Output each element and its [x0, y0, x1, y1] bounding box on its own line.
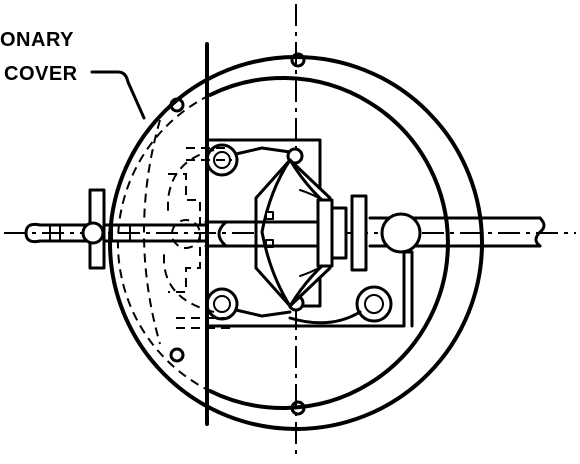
callout-label-line1: ONARY [0, 29, 74, 51]
left-shaft-end [24, 222, 42, 244]
roller-right [355, 285, 393, 323]
roller-lower-arm [234, 308, 292, 318]
left-shaft-detail [49, 224, 131, 242]
bolt-hole-upper-left [169, 97, 185, 113]
shaft-break-right [534, 216, 546, 248]
bolt-hole-bottom [290, 400, 306, 416]
roller-lower-hub [213, 295, 231, 313]
callout-label-line2: COVER [4, 63, 78, 85]
bolt-hole-top [290, 52, 306, 68]
hidden-link-lower [163, 250, 215, 313]
roller-upper [205, 143, 239, 177]
hidden-arc-left [143, 119, 161, 345]
collar-a [316, 198, 334, 268]
bolt-hole-lower-left [169, 347, 185, 363]
roller-upper-hub [213, 151, 231, 169]
right-bracket [402, 250, 414, 328]
frame-hidden-top [186, 147, 232, 161]
collar-b [330, 206, 348, 260]
collar-c [350, 194, 368, 272]
cover-inner-ring [208, 76, 450, 410]
cam-slot-upper [265, 211, 274, 220]
roller-lower [205, 287, 239, 321]
cam-wing-left [260, 158, 292, 308]
roller-right-hub [364, 294, 384, 314]
hidden-coupling-hub [171, 219, 201, 249]
shaft-knob [380, 212, 422, 254]
roller-upper-arm [234, 146, 292, 156]
left-connector-knob [81, 221, 105, 245]
cover-inner-ring-hidden [117, 94, 211, 392]
roller-right-arm [288, 310, 362, 325]
callout-leader [90, 70, 146, 120]
shaft-rounded-end [217, 220, 228, 248]
